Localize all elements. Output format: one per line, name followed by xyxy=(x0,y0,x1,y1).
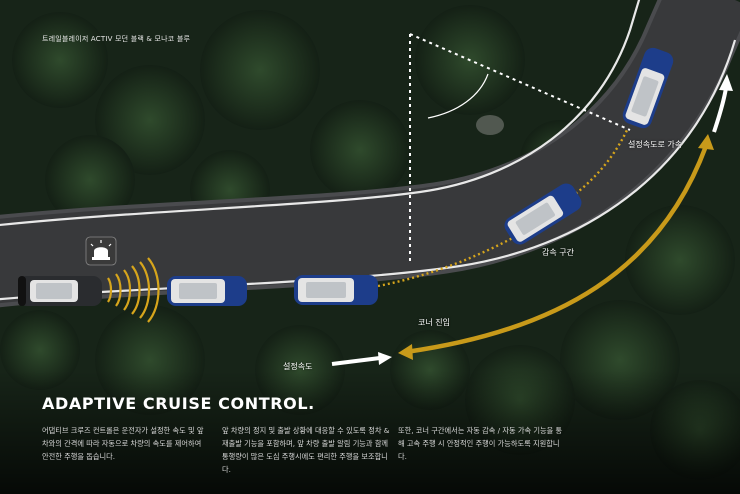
header-caption: 트레일블레이저 ACTIV 모던 블랙 & 모나코 블루 xyxy=(42,35,191,43)
arrow-accelerate-icon xyxy=(712,87,728,133)
radar-wave-icon xyxy=(107,257,160,323)
car-blue-1 xyxy=(167,276,247,306)
label-set-speed: 설정속도 xyxy=(283,362,313,371)
corner-guide-lines xyxy=(409,33,631,262)
car-blue-4 xyxy=(622,47,674,129)
description-3: 또한, 코너 구간에서는 자동 감속 / 자동 가속 기능을 통해 고속 주행 … xyxy=(398,426,563,461)
car-blue-2 xyxy=(294,275,378,305)
corner-speed-arrow xyxy=(405,145,709,355)
description-2: 앞 차량의 정지 및 출발 상황에 대응할 수 있도록 정차 & 재출발 기능을… xyxy=(222,426,390,474)
road-edge-line-top xyxy=(0,0,641,227)
description-1: 어댑티브 크루즈 컨트롤은 운전자가 설정한 속도 및 앞차와의 간격에 따라 … xyxy=(42,426,204,461)
label-corner-entry: 코너 진입 xyxy=(418,318,450,327)
page-title: ADAPTIVE CRUISE CONTROL. xyxy=(42,394,315,413)
car-lead-black xyxy=(18,276,102,306)
set-speed-arrow xyxy=(331,356,381,366)
label-set-speed-accel: 설정속도로 가속 xyxy=(628,140,683,149)
sensor-siren-icon xyxy=(85,236,117,266)
label-decel-zone: 감속 구간 xyxy=(542,248,574,257)
decel-path xyxy=(377,232,521,288)
corner-angle-arc xyxy=(427,73,489,119)
car-blue-3 xyxy=(504,183,582,245)
text-backdrop xyxy=(0,370,740,494)
arrow-decelerate-icon xyxy=(398,344,413,360)
road-edge-line-bottom xyxy=(0,39,737,301)
